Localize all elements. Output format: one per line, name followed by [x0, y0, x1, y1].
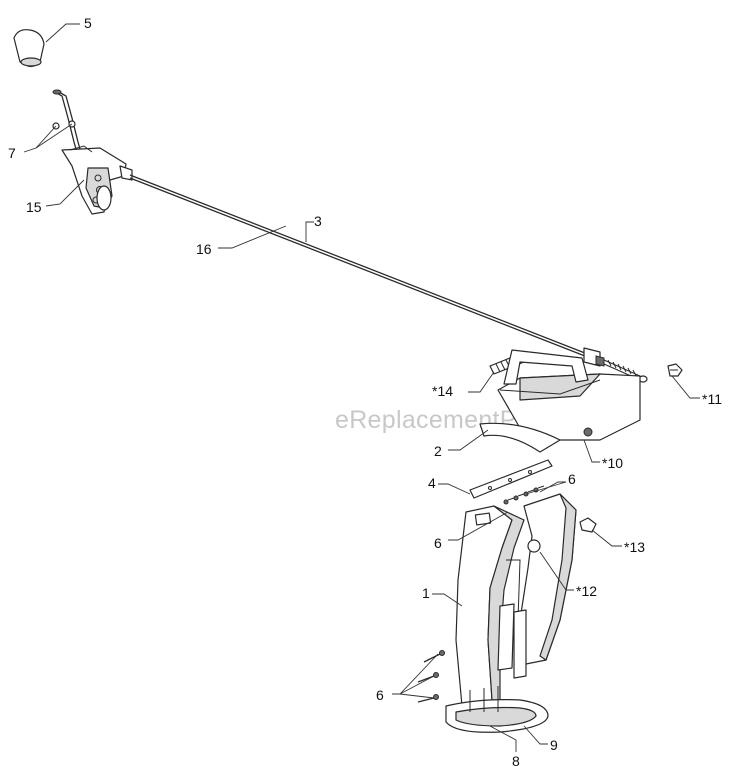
callout-13: *13: [624, 539, 645, 555]
callout-12: *12: [576, 583, 597, 599]
callout-11: *11: [702, 391, 722, 407]
nut-part-13: [579, 517, 597, 533]
callout-5: 5: [84, 15, 92, 31]
knob-part-5: [13, 29, 45, 68]
callout-6-lower: 6: [376, 687, 384, 703]
callout-3: 3: [314, 213, 322, 229]
bolts-part-6-lower: [417, 650, 445, 703]
callout-14: *14: [432, 383, 453, 399]
nut-part-11: [667, 363, 683, 377]
callout-10: *10: [602, 455, 623, 471]
callout-4: 4: [428, 475, 436, 491]
callout-16: 16: [196, 241, 212, 257]
callout-6-middle: 6: [434, 535, 442, 551]
shim-plate-part-4: [469, 459, 553, 499]
chute-part-12: [503, 493, 577, 665]
callout-6-upper: 6: [568, 471, 576, 487]
chute-part-1: [455, 505, 525, 707]
base-flange-part-8-9: [445, 686, 549, 733]
leader-lines: [23, 23, 700, 752]
callout-7: 7: [8, 145, 16, 161]
callout-1: 1: [422, 585, 430, 601]
callout-labels: 5 7 15 16 3 *14 *11 2 *10 4 6 6 *13 *12 …: [8, 15, 722, 767]
callout-8: 8: [512, 753, 520, 767]
callout-9: 9: [550, 737, 558, 753]
callout-2: 2: [434, 443, 442, 459]
callout-15: 15: [26, 199, 42, 215]
deflector-part-2: [479, 349, 641, 453]
chute-inner-liner: [497, 603, 527, 679]
control-cable-part-3: [129, 174, 591, 359]
control-lever-part-15: [52, 89, 133, 215]
